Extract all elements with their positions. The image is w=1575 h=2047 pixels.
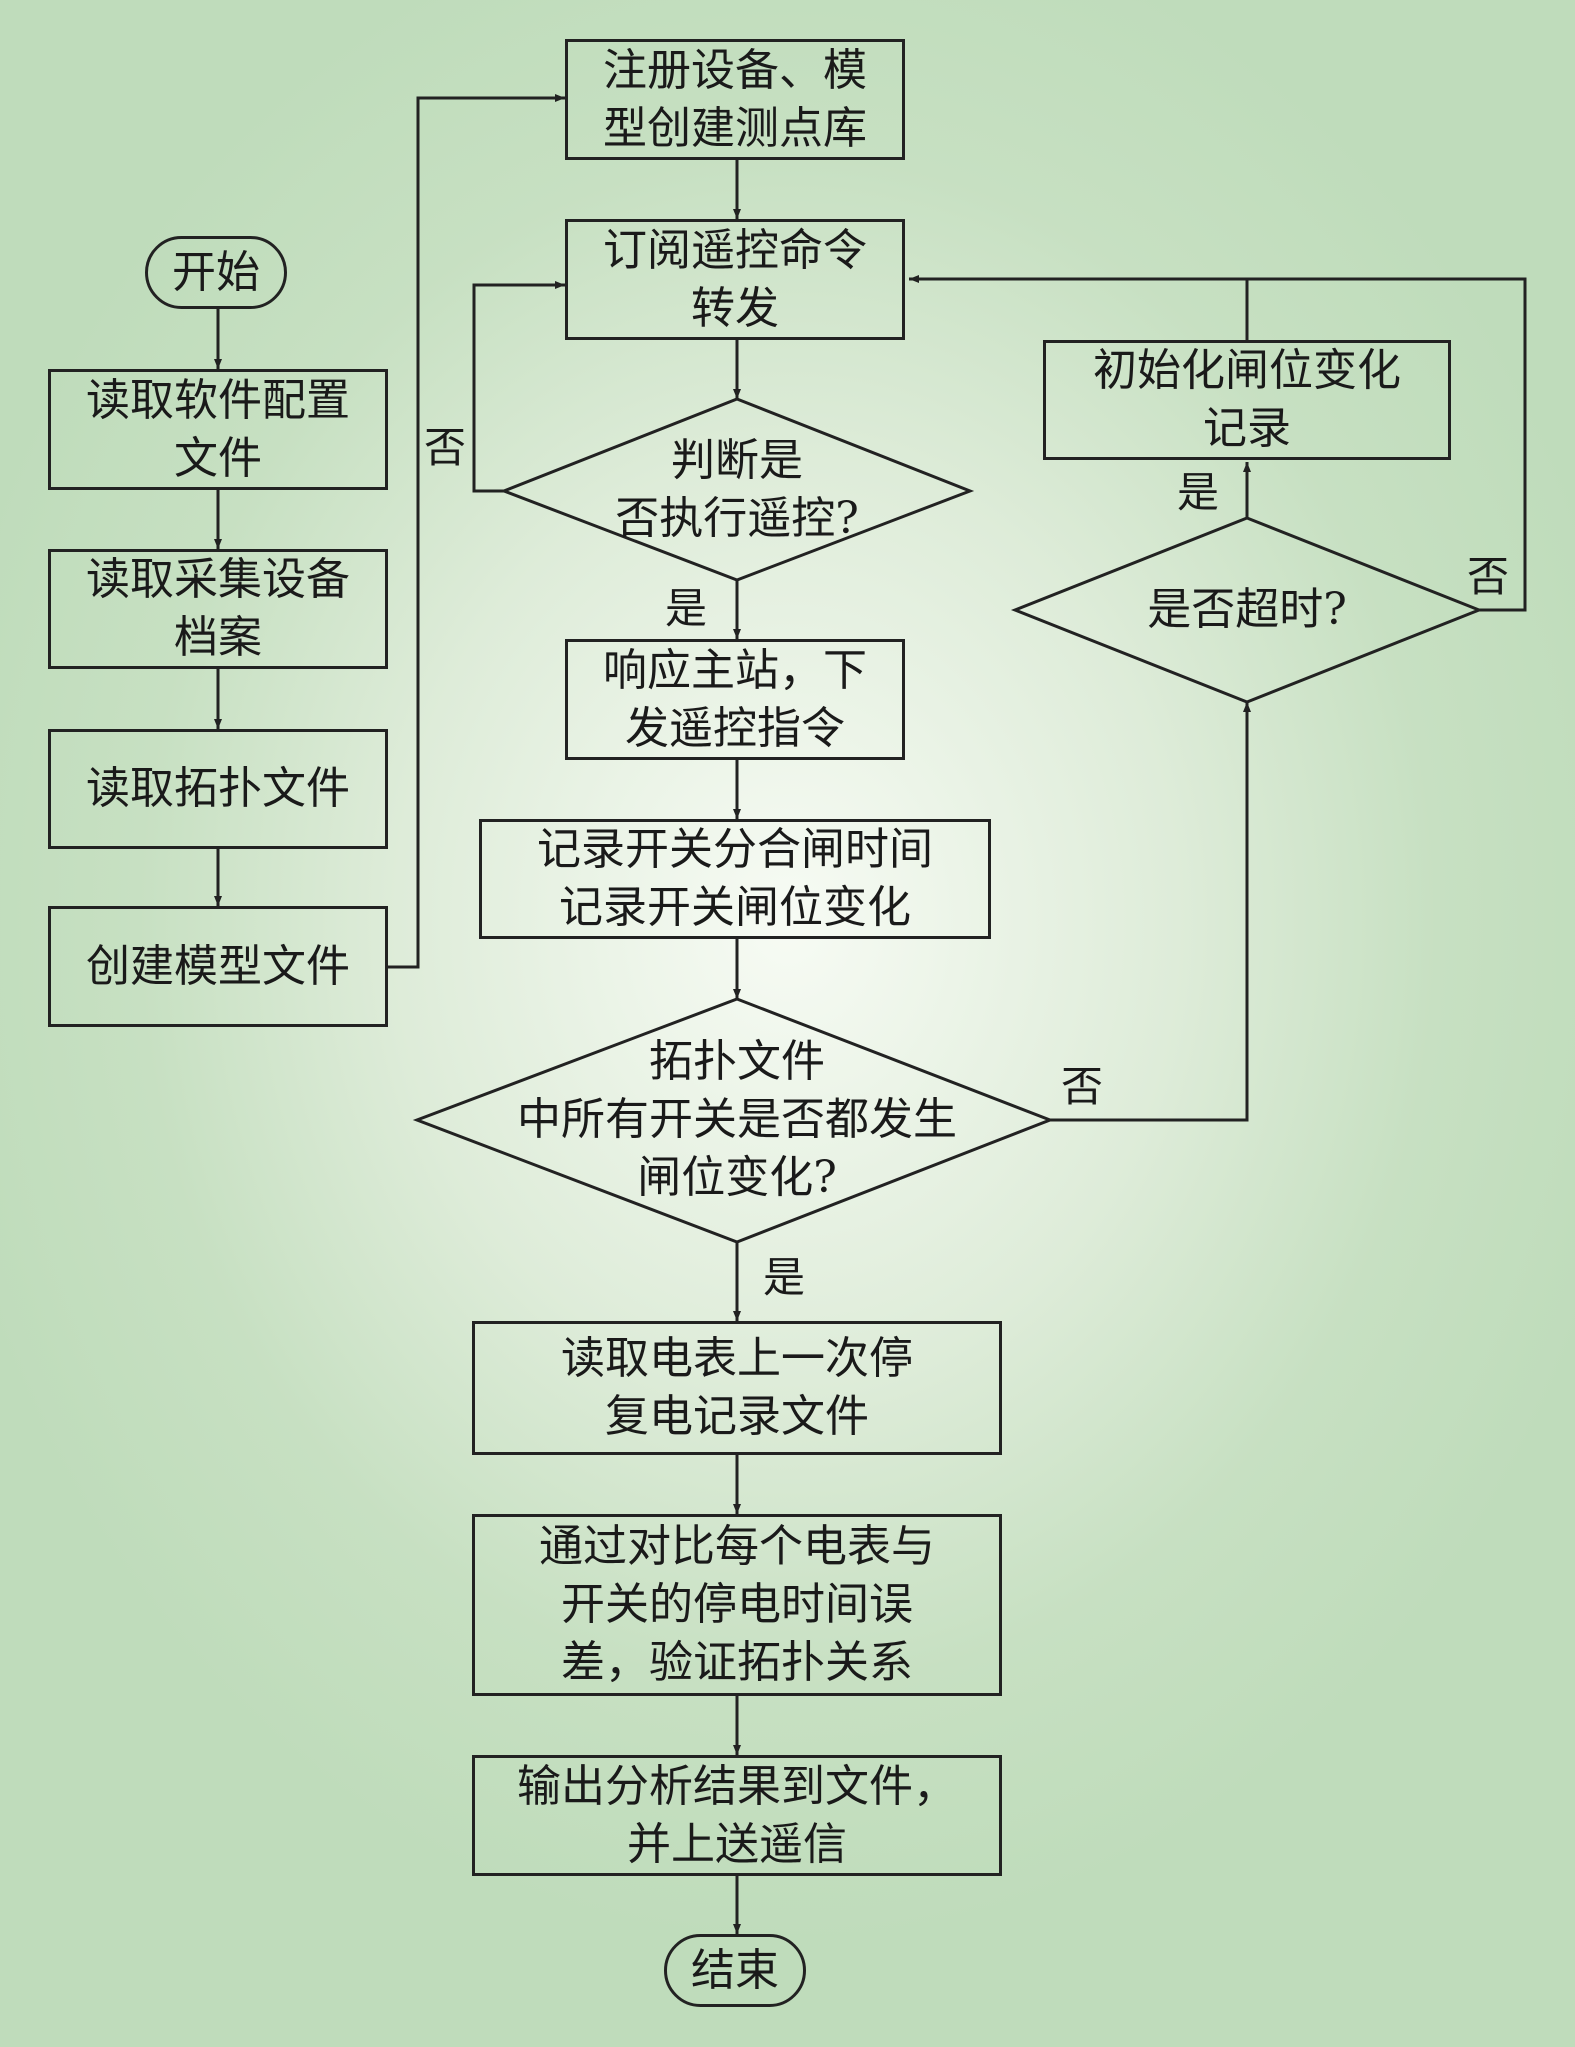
start-terminal: 开始 (145, 236, 287, 309)
respond-text: 响应主站，下 发遥控指令 (603, 644, 867, 754)
create-model-text: 创建模型文件 (86, 940, 350, 992)
decide-remote-text: 判断是 否执行遥控? (615, 435, 859, 544)
record-text: 记录开关分合闸时间 记录开关闸位变化 (537, 824, 933, 933)
output-step: 输出分析结果到文件， 并上送遥信 (472, 1755, 1002, 1876)
subscribe-text: 订阅遥控命令 转发 (603, 224, 867, 334)
init-record-step: 初始化闸位变化 记录 (1043, 340, 1451, 460)
edge-label-yes-timeout: 是 (1177, 468, 1220, 517)
read-topology-step: 读取拓扑文件 (48, 729, 388, 849)
compare-step: 通过对比每个电表与 开关的停电时间误 差，验证拓扑关系 (472, 1514, 1002, 1696)
register-text: 注册设备、模 型创建测点库 (603, 44, 867, 154)
respond-step: 响应主站，下 发遥控指令 (565, 639, 905, 760)
compare-text: 通过对比每个电表与 开关的停电时间误 差，验证拓扑关系 (539, 1521, 935, 1688)
read-device-text: 读取采集设备 档案 (86, 554, 350, 663)
decision-diamond-all-switches (412, 997, 1055, 1244)
init-record-text: 初始化闸位变化 记录 (1093, 345, 1401, 454)
output-text: 输出分析结果到文件， 并上送遥信 (517, 1760, 957, 1870)
end-text: 结束 (691, 1944, 779, 1996)
subscribe-step: 订阅遥控命令 转发 (565, 219, 905, 340)
record-step: 记录开关分合闸时间 记录开关闸位变化 (479, 819, 991, 939)
decide-timeout-text: 是否超时? (1147, 584, 1347, 635)
decision-diamond-timeout (1010, 516, 1484, 704)
end-terminal: 结束 (664, 1934, 806, 2007)
edge-label-no-remote: 否 (424, 423, 467, 472)
read-meter-text: 读取电表上一次停 复电记录文件 (561, 1333, 913, 1442)
start-text: 开始 (172, 246, 260, 298)
edge-label-no-all: 否 (1061, 1062, 1104, 1111)
edge-label-yes-remote: 是 (665, 584, 708, 633)
read-topology-text: 读取拓扑文件 (86, 763, 350, 814)
read-device-step: 读取采集设备 档案 (48, 549, 388, 669)
decision-diamond-remote (499, 397, 975, 582)
edge-label-no-timeout: 否 (1467, 552, 1510, 601)
register-step: 注册设备、模 型创建测点库 (565, 39, 905, 160)
read-config-text: 读取软件配置 文件 (86, 374, 350, 484)
edge-label-yes-all: 是 (763, 1253, 806, 1302)
create-model-step: 创建模型文件 (48, 906, 388, 1027)
read-meter-step: 读取电表上一次停 复电记录文件 (472, 1321, 1002, 1455)
decide-all-text: 拓扑文件 中所有开关是否都发生 闸位变化? (517, 1036, 957, 1203)
read-config-step: 读取软件配置 文件 (48, 369, 388, 490)
